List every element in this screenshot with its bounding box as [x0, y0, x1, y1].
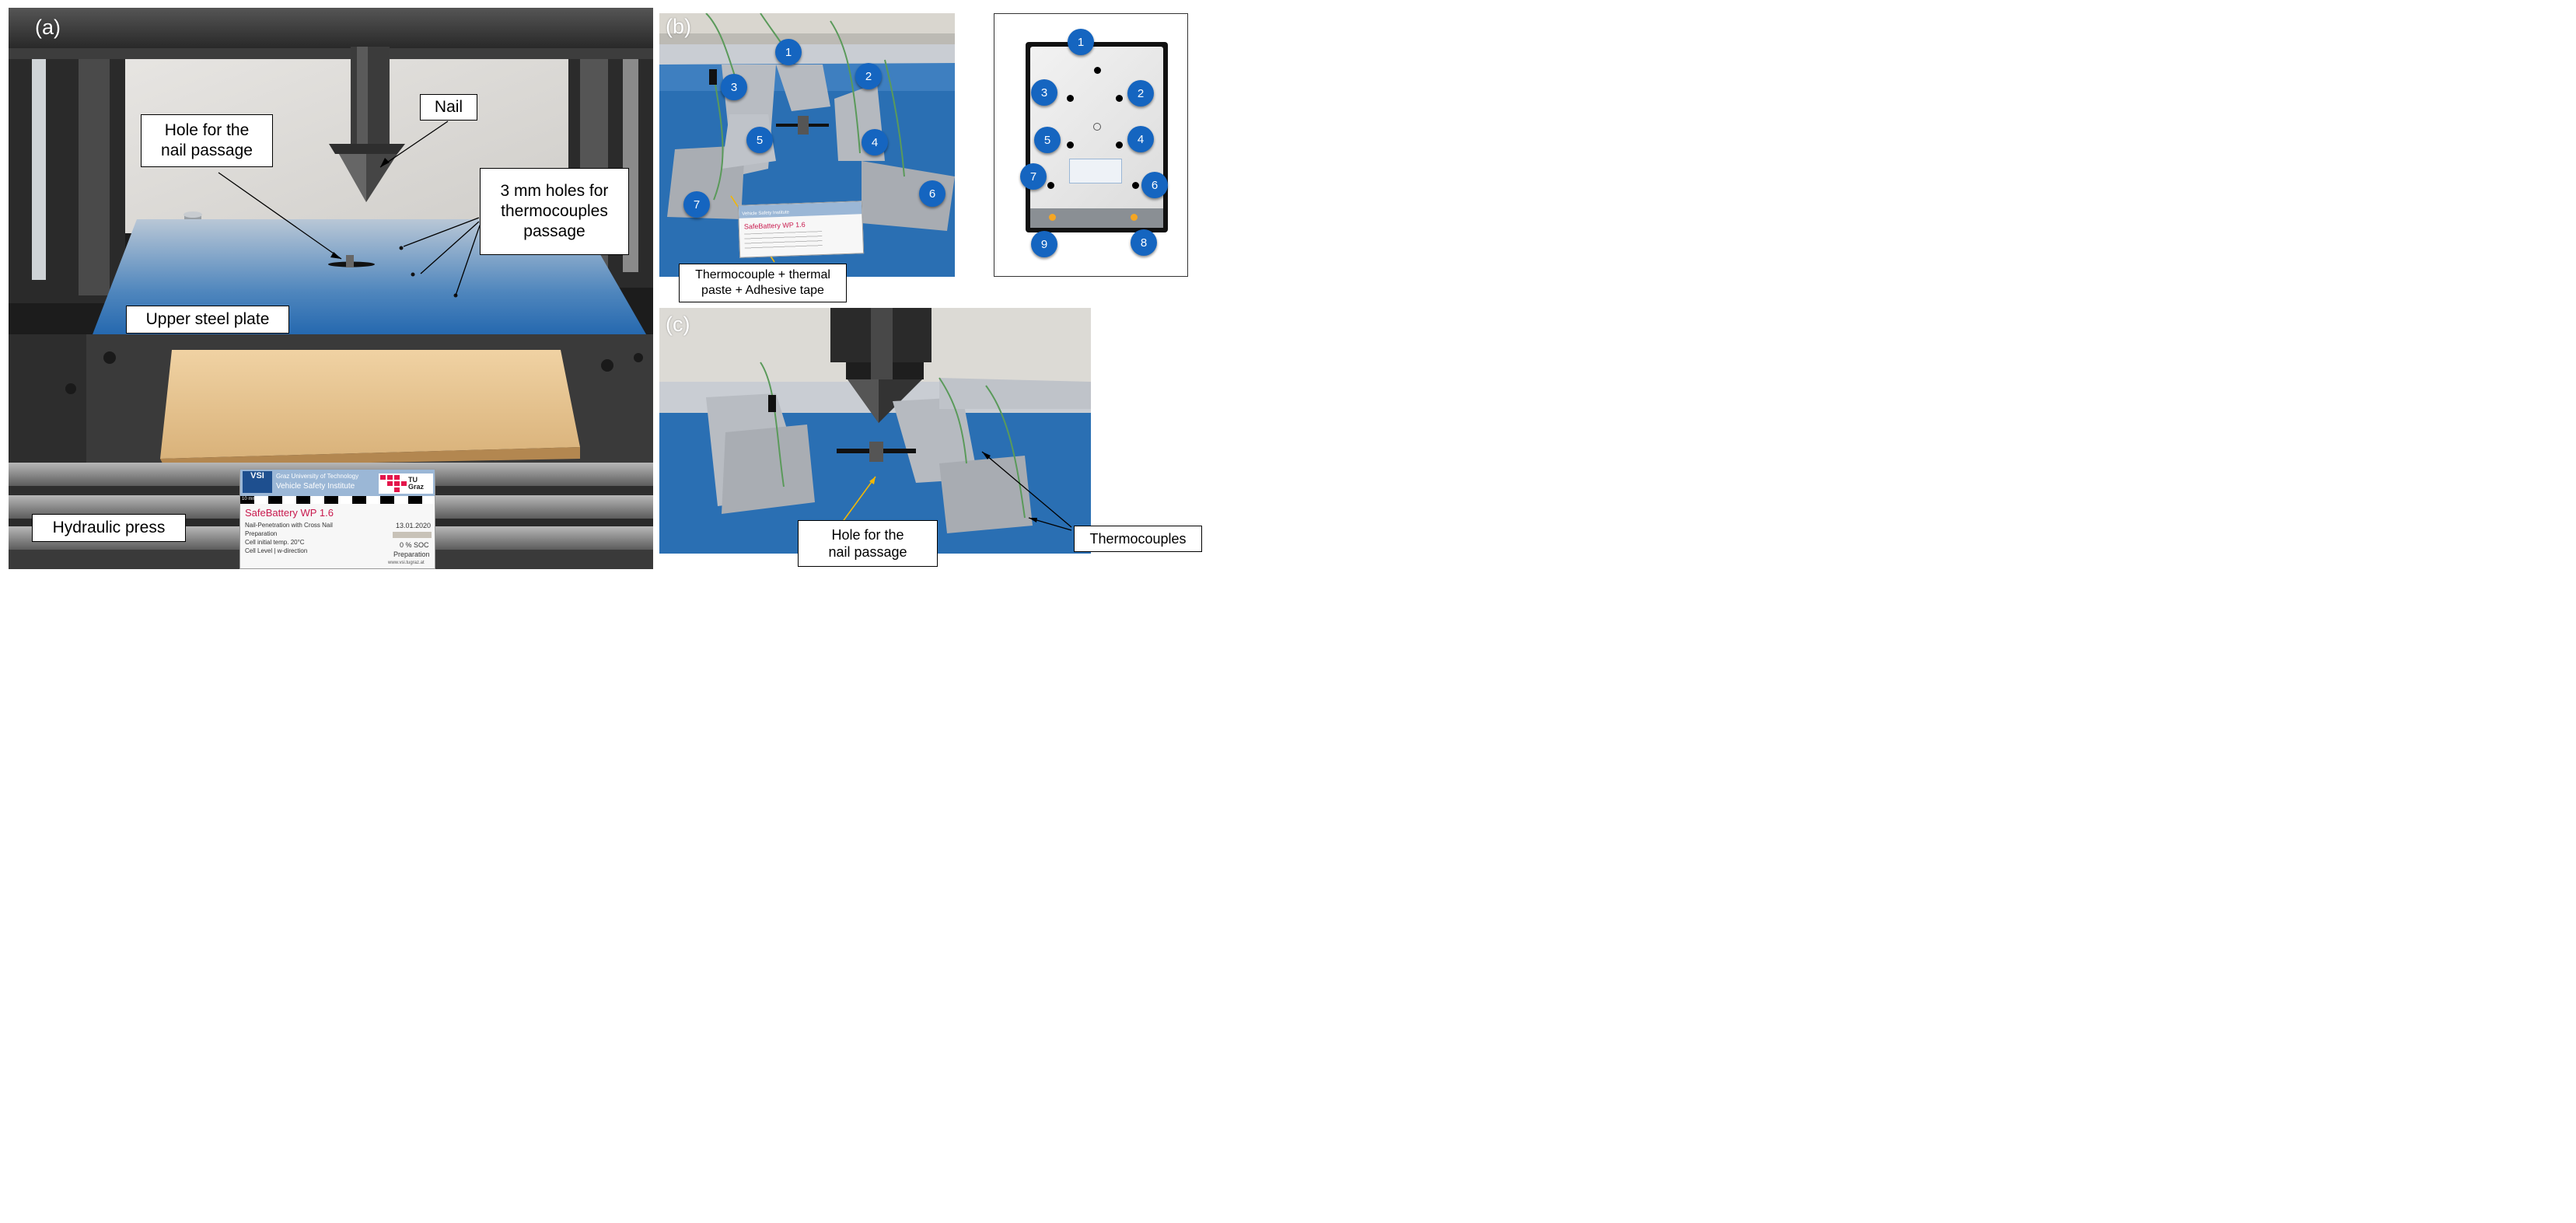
label-institute: Vehicle Safety Institute	[276, 482, 355, 491]
marker-b-6: 6	[919, 180, 945, 207]
panel-c-hole-line2: nail passage	[828, 544, 907, 560]
tc-dot-9	[1049, 214, 1056, 221]
label-scale-text: 10 mm	[242, 497, 257, 501]
test-label-card: VSI Graz University of Technology Vehicl…	[239, 469, 435, 569]
tc-callout-line3: passage	[523, 222, 585, 241]
marker-b-5: 5	[746, 127, 773, 153]
nail-callout-text: Nail	[434, 97, 463, 116]
hole-callout-line2: nail passage	[161, 142, 253, 159]
panel-a-letter: (a)	[35, 16, 61, 39]
marker-b-3: 3	[721, 74, 747, 100]
label-soc: 0 % SOC	[400, 541, 429, 549]
nail-callout: Nail	[420, 94, 477, 121]
tc-paste-line1: Thermocouple + thermal	[695, 268, 830, 281]
panel-b-photo: (b) 1 2 3 4 5 6 7 Vehicle Safety Institu…	[659, 13, 955, 277]
marker-s-1: 1	[1068, 29, 1094, 55]
hydraulic-press-callout: Hydraulic press	[32, 514, 186, 542]
tc-callout-line1: 3 mm holes for	[500, 181, 609, 200]
hole-callout: Hole for the nail passage	[141, 114, 273, 167]
tc-paste-line2: paste + Adhesive tape	[701, 284, 824, 297]
label-test: Nail-Penetration with Cross Nail	[245, 522, 333, 529]
label-date: 13.01.2020	[396, 522, 432, 529]
hole-6	[1132, 182, 1139, 189]
tu-graz-text: TU Graz	[408, 476, 425, 491]
label-institution: Graz University of Technology	[276, 473, 359, 480]
marker-s-8: 8	[1131, 229, 1157, 256]
label-phase: Preparation	[245, 530, 278, 537]
label-project: SafeBattery WP 1.6	[245, 507, 334, 519]
hole-7	[1047, 182, 1054, 189]
hole-callout-line1: Hole for the	[164, 121, 250, 139]
label-web: www.vsi.tugraz.at	[388, 561, 425, 565]
marker-s-7: 7	[1020, 163, 1047, 190]
marker-b-1: 1	[775, 39, 802, 65]
hole-2	[1116, 95, 1123, 102]
thermocouple-holes-callout: 3 mm holes for thermocouples passage	[480, 168, 629, 255]
marker-s-9: 9	[1031, 231, 1057, 257]
panel-c-letter: (c)	[666, 313, 690, 336]
tu-graz-logo: TU Graz	[379, 473, 433, 494]
panel-b-letter: (b)	[666, 15, 691, 38]
tu-graz-logo-shape	[380, 475, 407, 492]
marker-s-2: 2	[1127, 80, 1154, 107]
label-redacted-box	[393, 532, 432, 538]
cell-center-mark	[1093, 123, 1101, 131]
cell-label-sticker	[1069, 159, 1122, 183]
panel-b-label-lines	[744, 231, 823, 250]
thermocouples-callout-text: Thermocouples	[1089, 530, 1187, 547]
upper-plate-callout-text: Upper steel plate	[145, 309, 270, 328]
label-temp: Cell initial temp. 20°C	[245, 539, 305, 546]
panel-b-label-card: Vehicle Safety Institute SafeBattery WP …	[737, 201, 865, 258]
thermocouple-paste-callout: Thermocouple + thermal paste + Adhesive …	[679, 264, 847, 302]
marker-s-3: 3	[1031, 79, 1057, 106]
upper-plate-callout: Upper steel plate	[126, 306, 289, 334]
panel-c-scene	[659, 308, 1091, 554]
hydraulic-press-callout-text: Hydraulic press	[52, 518, 166, 536]
label-level: Cell Level | w-direction	[245, 547, 308, 554]
schematic-frame: 1 3 2 5 4 7 6 9 8	[994, 13, 1188, 277]
panel-b-label-project: SafeBattery WP 1.6	[743, 220, 806, 231]
hole-4	[1116, 142, 1123, 149]
marker-b-7: 7	[683, 191, 710, 218]
tc-dot-8	[1131, 214, 1138, 221]
thermocouples-callout: Thermocouples	[1074, 526, 1202, 552]
marker-s-5: 5	[1034, 127, 1061, 153]
panel-a-photo: (a) Nail Hole for the nail passage 3 mm …	[9, 8, 653, 569]
panel-c-photo: (c)	[659, 308, 1091, 554]
marker-b-2: 2	[855, 63, 882, 89]
panel-c-hole-callout: Hole for the nail passage	[798, 520, 938, 567]
tc-callout-line2: thermocouples	[501, 201, 608, 220]
vsi-logo: VSI	[243, 471, 272, 493]
panel-c-hole-line1: Hole for the	[831, 526, 904, 543]
marker-b-4: 4	[862, 129, 888, 155]
marker-s-4: 4	[1127, 126, 1154, 152]
hole-5	[1067, 142, 1074, 149]
hole-1	[1094, 67, 1101, 74]
hole-3	[1067, 95, 1074, 102]
label-phase2: Preparation	[393, 550, 430, 558]
press-scene	[9, 8, 653, 569]
marker-s-6: 6	[1141, 172, 1168, 198]
scale-bar	[240, 496, 435, 504]
